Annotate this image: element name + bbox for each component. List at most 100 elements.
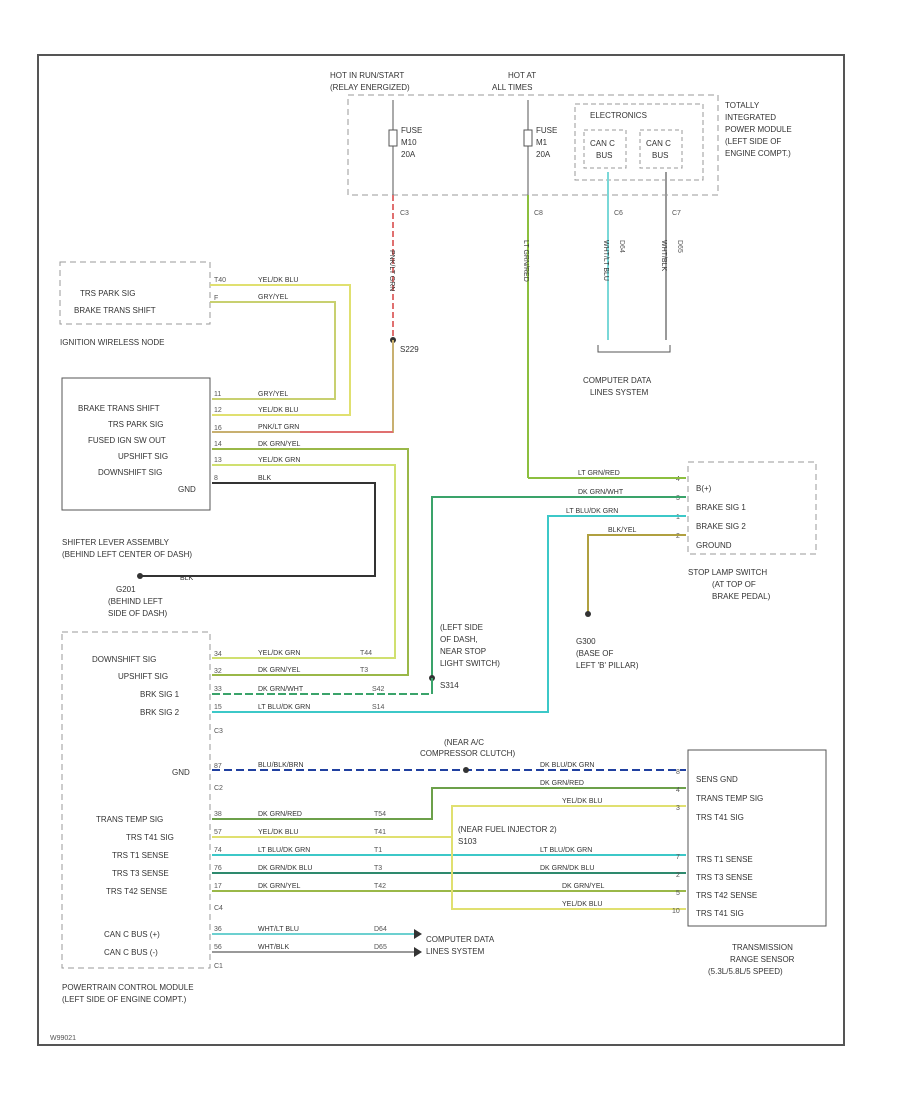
pcm-trs-t42: TRS T42 SENSE	[106, 887, 167, 896]
wl-pcm-dkgry-yel2: DK GRN/YEL	[258, 883, 301, 890]
tipm-box	[347, 94, 719, 196]
wire-downshift	[212, 464, 396, 659]
sh-downshift: DOWNSHIFT SIG	[98, 468, 162, 477]
trs-trans-temp: TRANS TEMP SIG	[696, 794, 763, 803]
wl-yel-blu-2: YEL/DK BLU	[258, 407, 298, 414]
ac-splice	[463, 767, 469, 773]
sh-pin-4: 12	[214, 407, 222, 414]
trs-t41-sig-b: TRS T41 SIG	[696, 909, 744, 918]
bus-minus-label: BUS	[652, 151, 668, 160]
stop-pin-4: 4	[676, 476, 680, 483]
wl-pcm-yel-grn: YEL/DK GRN	[258, 650, 300, 657]
inj-label-2: S103	[458, 837, 477, 846]
g201-label-1: G201	[116, 585, 136, 594]
wl-dk-gry-yel: DK GRN/YEL	[258, 441, 301, 448]
pcm-pin-15: 15	[214, 704, 222, 711]
wn-trs-park-sig: TRS PARK SIG	[80, 289, 135, 298]
g201-label-2: (BEHIND LEFT	[108, 597, 163, 606]
wire-label-pnk: PNK/LT GRN	[388, 250, 395, 291]
pcm-pin-87: 87	[214, 763, 222, 770]
wl-pcm-dkgry-yel-r: DK GRN/YEL	[562, 883, 605, 890]
trs-t3-sense: TRS T3 SENSE	[696, 873, 753, 882]
circuit-d64: D64	[374, 926, 387, 933]
fuse-a-num: M10	[401, 138, 417, 147]
g201-ground	[137, 573, 143, 579]
circuit-t1: T1	[374, 847, 382, 854]
g300-label-3: LEFT 'B' PILLAR)	[576, 661, 639, 670]
stop-lamp-box	[687, 461, 817, 555]
wire-upshift	[212, 448, 409, 676]
electronics-box	[574, 103, 704, 181]
canc-plus-label: CAN C	[590, 139, 615, 148]
stop-pin-1: 1	[676, 514, 680, 521]
wn-brake-trans-shift: BRAKE TRANS SHIFT	[74, 306, 156, 315]
circuit-t3b: T3	[374, 865, 382, 872]
pcm-brk-1: BRK SIG 1	[140, 690, 180, 699]
pcm-pin-32: 32	[214, 668, 222, 675]
s229-label: S229	[400, 345, 419, 354]
cdl-top-bracket	[597, 345, 671, 353]
circuit-t3: T3	[360, 667, 368, 674]
doc-id: W99021	[50, 1035, 76, 1042]
sh-pin-3: 11	[214, 391, 221, 398]
trs-t1-sense: TRS T1 SENSE	[696, 855, 753, 864]
sh-pin-8: 8	[214, 475, 218, 482]
stop-ground: GROUND	[696, 541, 732, 550]
wl-pcm-ltblu-grn: LT BLU/DK GRN	[258, 704, 310, 711]
wl-pcm-dkgrn-red: DK GRN/RED	[258, 811, 302, 818]
stop-lamp-label-2: (AT TOP OF	[712, 580, 756, 589]
wl-blk: BLK	[258, 475, 272, 482]
wl-dkgrn-wht: DK GRN/WHT	[578, 489, 624, 496]
trs-label-1: TRANSMISSION	[732, 943, 793, 952]
canc-minus-box	[639, 129, 683, 169]
wl-pcm-dk-gry-yel: DK GRN/YEL	[258, 667, 301, 674]
fuse-b-label: FUSE	[536, 126, 557, 135]
fuse-a-label: FUSE	[401, 126, 422, 135]
wl-ltblu-grn: LT BLU/DK GRN	[566, 508, 618, 515]
wl-blk2: BLK	[180, 575, 194, 582]
sh-upshift: UPSHIFT SIG	[118, 452, 168, 461]
ac-label-1: (NEAR A/C	[444, 738, 484, 747]
wl-pcm-dkgrn-red-r: DK GRN/RED	[540, 780, 584, 787]
shifter-box	[61, 377, 211, 511]
tipm-pin-c7: C7	[672, 210, 681, 217]
wl-pcm-ltblu-grn-r: LT BLU/DK GRN	[540, 847, 592, 854]
tipm-pin-c8: C8	[534, 210, 543, 217]
pcm-label-2: (LEFT SIDE OF ENGINE COMPT.)	[62, 995, 187, 1004]
stop-pin-3: 3	[676, 495, 680, 502]
trs-pin-5: 5	[676, 890, 680, 897]
wire-blk-ground	[140, 482, 376, 577]
fuse-a-amp: 20A	[401, 150, 416, 159]
circuit-t54: T54	[374, 811, 386, 818]
wl-pcm-yel-blu: YEL/DK BLU	[258, 829, 298, 836]
circuit-s14: S14	[372, 704, 385, 711]
canc-plus-box	[583, 129, 627, 169]
wire-dkgrn-wht-stop	[431, 496, 686, 678]
wl-yel-blu-1: YEL/DK BLU	[258, 277, 298, 284]
wl-pcm-wht-ltblu: WHT/LT BLU	[258, 926, 299, 933]
trs-pin-2: 2	[676, 872, 680, 879]
sh-brake-trans-shift: BRAKE TRANS SHIFT	[78, 404, 160, 413]
stop-b-plus: B(+)	[696, 484, 712, 493]
pcm-brk-2: BRK SIG 2	[140, 708, 180, 717]
fuse-b-num: M1	[536, 138, 548, 147]
pcm-trs-t41: TRS T41 SIG	[126, 833, 174, 842]
sh-pin-5: 16	[214, 425, 222, 432]
pcm-downshift: DOWNSHIFT SIG	[92, 655, 156, 664]
wl-pcm-dkgrn-wht: DK GRN/WHT	[258, 686, 304, 693]
cdl-bottom-label-1: COMPUTER DATA	[426, 935, 495, 944]
wireless-node-label: IGNITION WIRELESS NODE	[60, 338, 164, 347]
trs-box	[687, 749, 827, 927]
ac-label-2: COMPRESSOR CLUTCH)	[420, 749, 515, 758]
pcm-trans-temp: TRANS TEMP SIG	[96, 815, 163, 824]
arrow-canc-plus-icon	[414, 929, 422, 939]
wn-pin-2: F	[214, 295, 218, 302]
left-dash-label-2: OF DASH,	[440, 635, 478, 644]
shifter-label-1: SHIFTER LEVER ASSEMBLY	[62, 538, 170, 547]
wl-pcm-yel-blu-r: YEL/DK BLU	[562, 798, 602, 805]
stop-pin-2: 2	[676, 533, 680, 540]
pcm-pin-74: 74	[214, 847, 222, 854]
cdl-top-label-1: COMPUTER DATA	[583, 376, 652, 385]
pcm-pin-76: 76	[214, 865, 222, 872]
